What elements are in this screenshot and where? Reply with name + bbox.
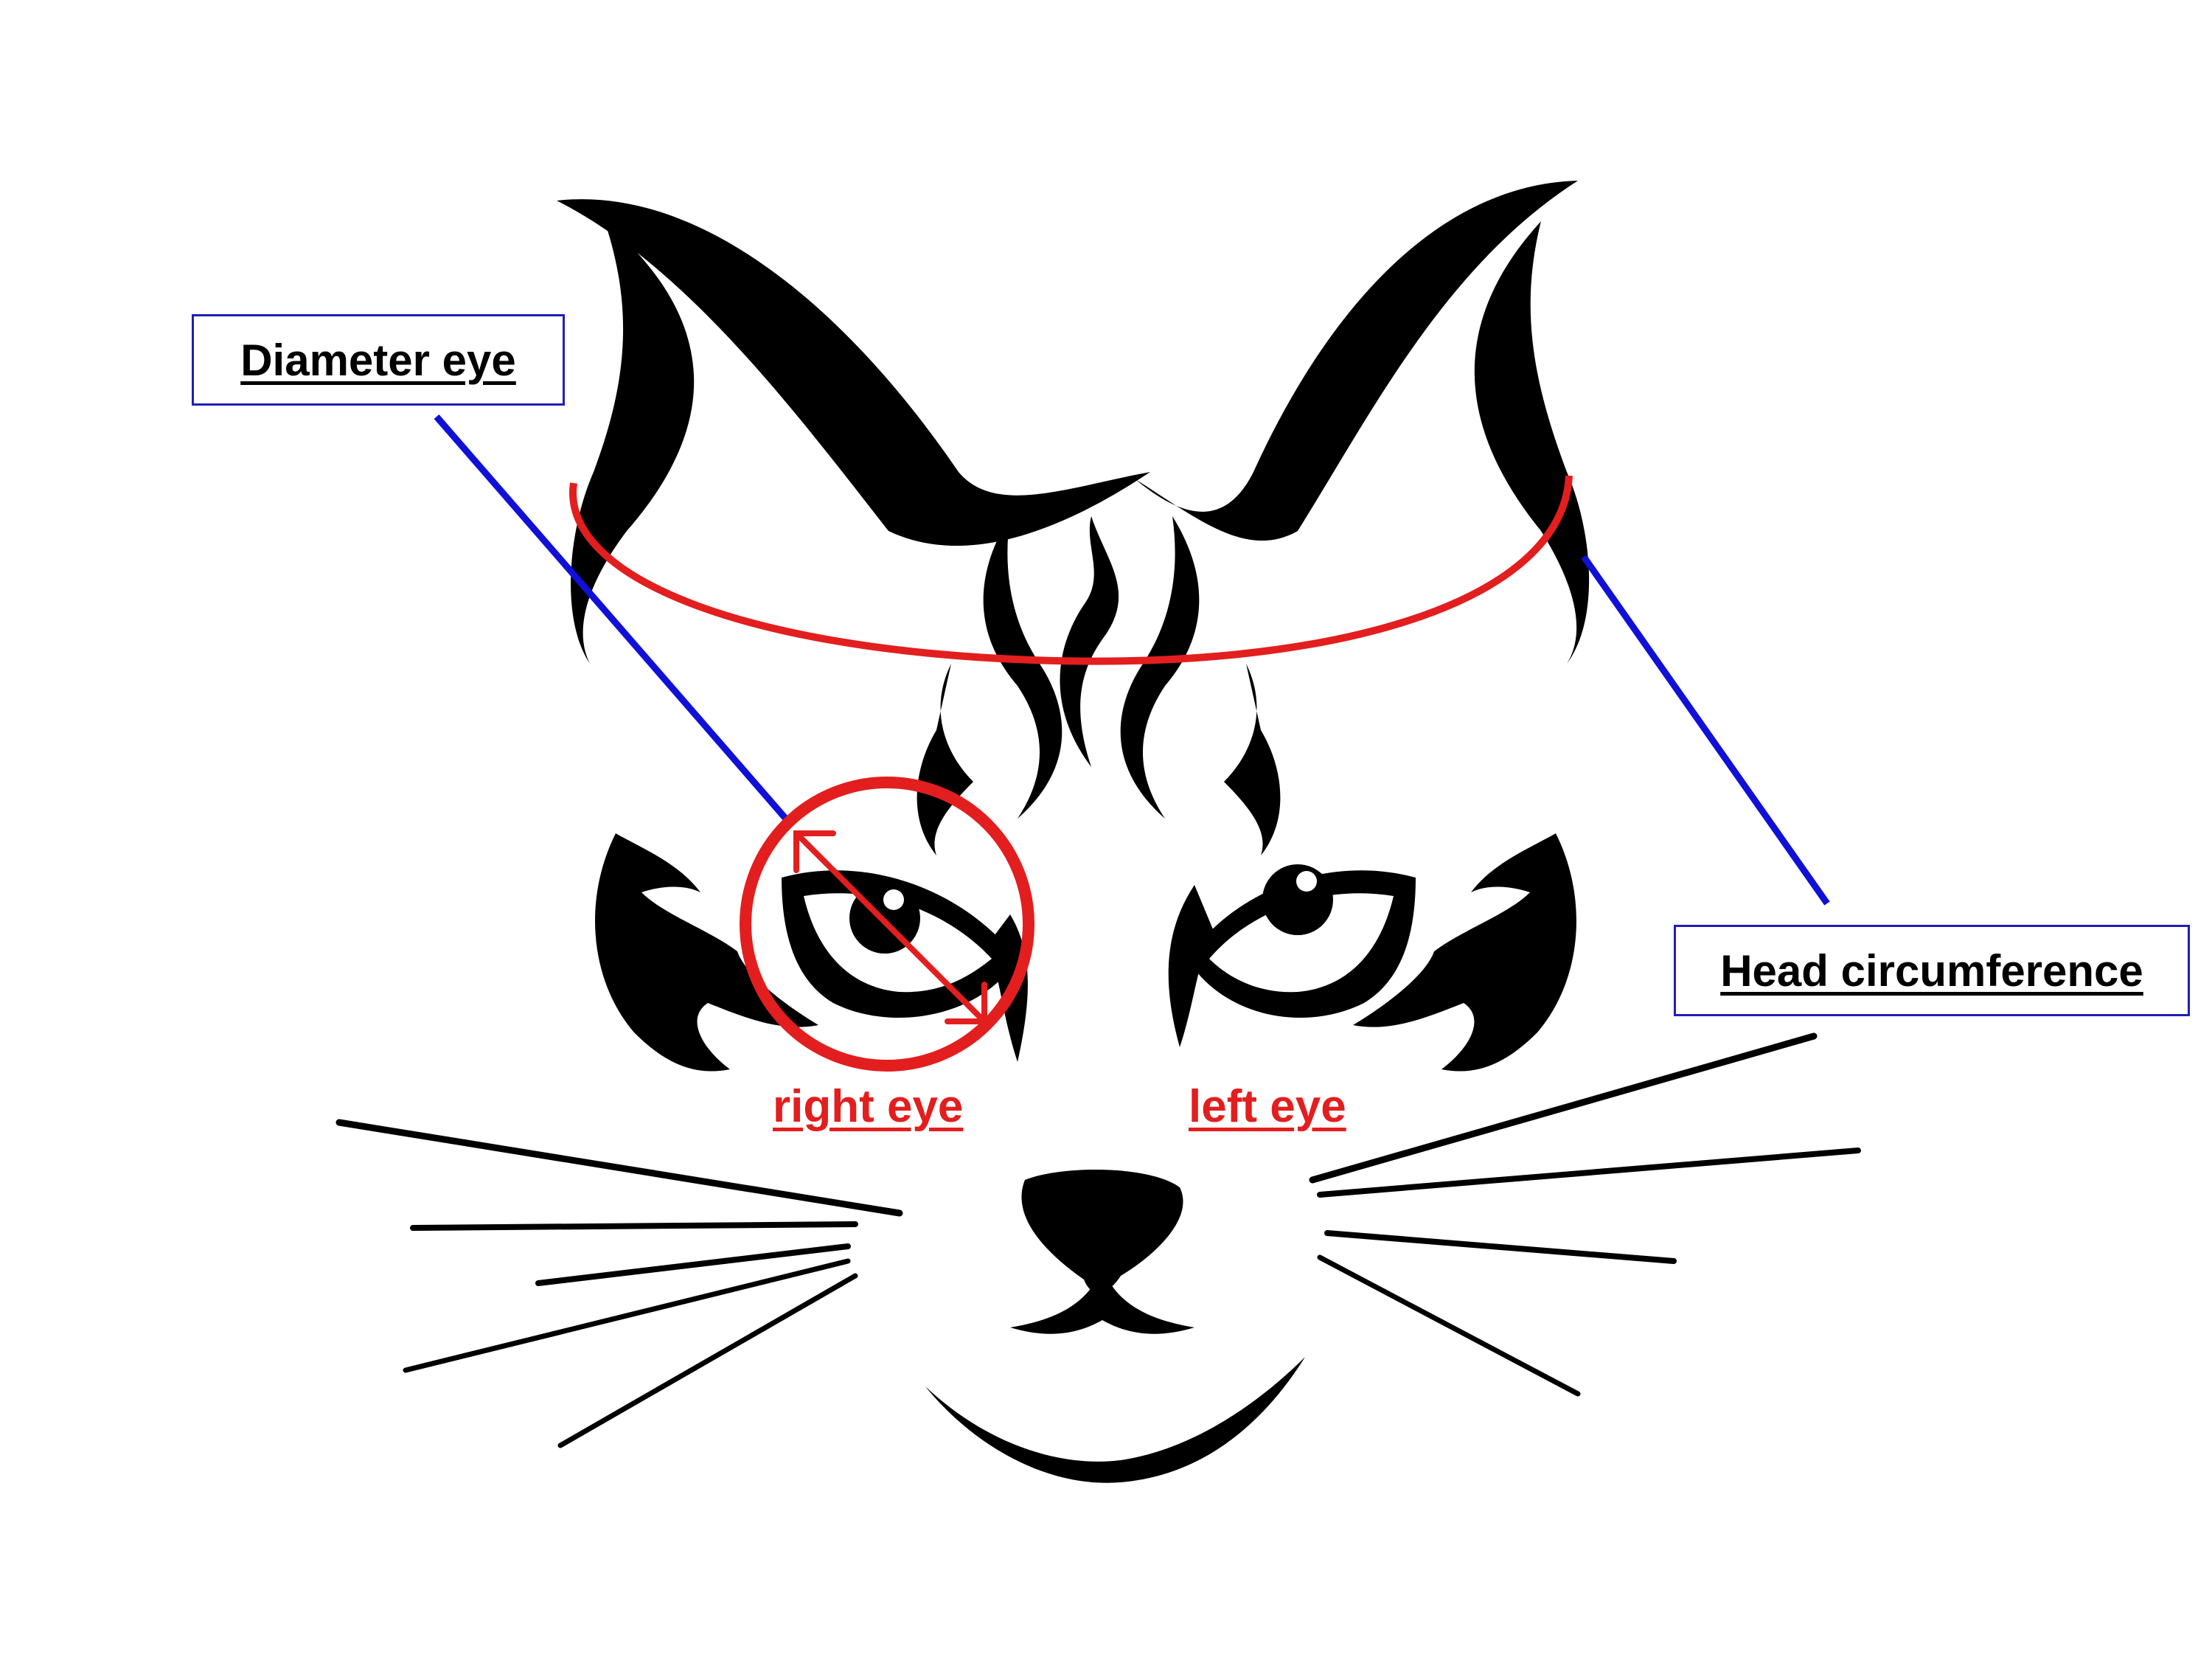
whisker-left-3 (535, 1243, 851, 1286)
diameter-eye-leader-line (434, 414, 792, 824)
cat-face-illustration (557, 181, 1590, 1483)
forehead-stripe-left (983, 516, 1062, 819)
left-cheek (595, 833, 818, 1072)
right-eye-outline (782, 870, 1018, 1018)
right-ear-inner (1474, 221, 1590, 664)
head-circumference-arc (569, 475, 1573, 665)
right-cheek (1353, 833, 1576, 1072)
whisker-right-3 (1324, 1230, 1677, 1264)
head-circumference-label: Head circumference (1674, 925, 2190, 1016)
head-circumference-text: Head circumference (1720, 945, 2143, 996)
whisker-left-5 (557, 1273, 858, 1448)
right-ear (1135, 181, 1578, 541)
forehead-stripe-center (1060, 516, 1119, 767)
forehead-stripe-outer-left (917, 664, 973, 855)
left-eye-highlight (1296, 871, 1317, 892)
left-ear (557, 199, 1150, 546)
whisker-right-2 (1317, 1148, 1861, 1198)
cat-nose (1021, 1170, 1183, 1294)
whisker-left-2 (410, 1221, 858, 1231)
left-eye-lash (1168, 885, 1213, 1047)
cat-mouth (925, 1357, 1305, 1483)
left-eye-pupil (1262, 864, 1333, 935)
eye-diameter-circle (740, 777, 1034, 1072)
nose-bridge (1010, 1276, 1194, 1334)
whisker-right-4 (1317, 1254, 1581, 1397)
whisker-right-1 (1309, 1032, 1818, 1184)
right-eye-highlight (883, 889, 904, 910)
whisker-left-4 (403, 1258, 851, 1373)
whiskers (335, 1032, 1861, 1448)
diameter-eye-label: Diameter eye (192, 314, 565, 406)
left-eye-label: left eye (1189, 1081, 1346, 1132)
diameter-eye-text: Diameter eye (240, 335, 516, 385)
head-circumference-leader-line (1581, 555, 1830, 906)
double-arrow-icon (793, 830, 987, 1024)
forehead-stripe-outer-right (1224, 664, 1281, 855)
left-eye-outline (1187, 870, 1416, 1018)
whisker-left-1 (335, 1119, 903, 1217)
forehead-stripe-right (1120, 516, 1200, 819)
right-eye-label: right eye (773, 1081, 964, 1132)
